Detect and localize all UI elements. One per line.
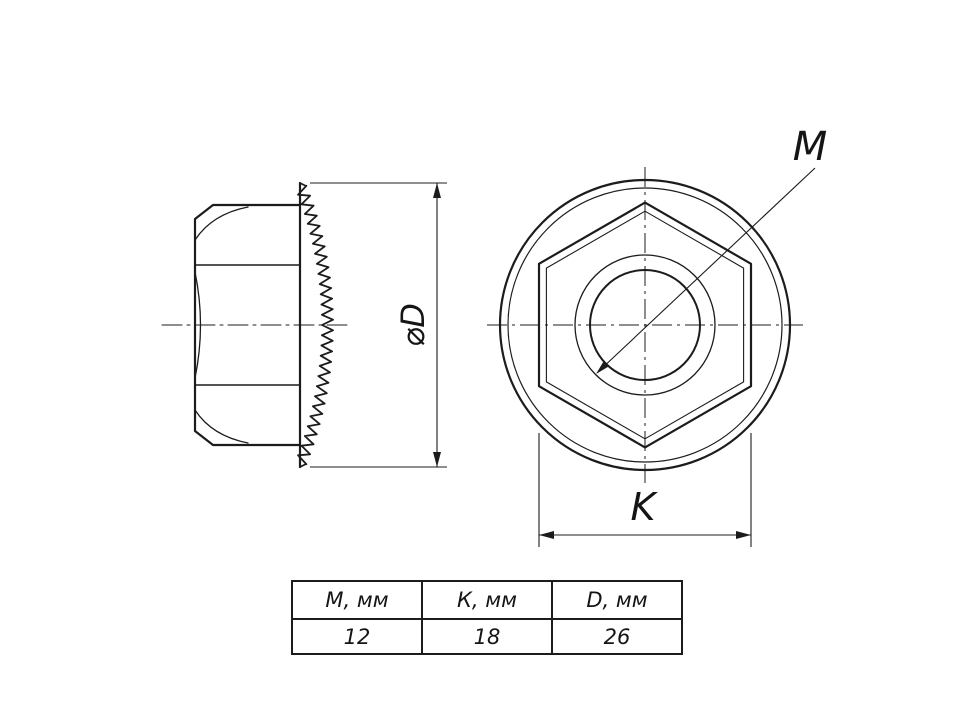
spec-header-k: К, мм [421, 580, 553, 620]
side-view [161, 181, 353, 469]
front-view [487, 167, 803, 483]
flange-diameter-dimension: ⌀D [310, 182, 447, 468]
bore-circle [589, 269, 701, 381]
spec-header-m: М, мм [291, 580, 423, 620]
flange-inner-circle [507, 187, 783, 463]
spec-value-m: 12 [291, 618, 423, 655]
leader-line [598, 167, 816, 372]
hex-facet-lines [194, 264, 301, 386]
flange-outer-circle [498, 178, 792, 472]
spec-value-k: 18 [421, 618, 553, 655]
across-flats-dimension: K [538, 433, 752, 547]
hex-chamfer-arcs [194, 206, 249, 444]
thread-leader: M [596, 124, 827, 374]
spec-value-d: 26 [551, 618, 683, 655]
arrowhead-left [539, 531, 554, 539]
arrowhead-down [433, 452, 441, 467]
spec-header-d: D, мм [551, 580, 683, 620]
flange-diameter-label: ⌀D [394, 303, 432, 347]
hexagon-chamfer-line [545, 210, 745, 440]
thread-major-circle [574, 254, 716, 396]
across-flats-label: K [631, 485, 659, 529]
leader-arrowhead [596, 361, 609, 374]
arrowhead-up [433, 183, 441, 198]
spec-table-value-row: 12 18 26 [291, 618, 683, 655]
spec-table-header-row: М, мм К, мм D, мм [291, 580, 683, 620]
spec-table: М, мм К, мм D, мм 12 18 26 [291, 580, 683, 655]
hex-body-outline [193, 203, 302, 447]
flange-serrated-edge [297, 182, 334, 468]
thread-label: M [793, 124, 828, 170]
arrowhead-right [736, 531, 751, 539]
hexagon-outline [537, 201, 753, 449]
